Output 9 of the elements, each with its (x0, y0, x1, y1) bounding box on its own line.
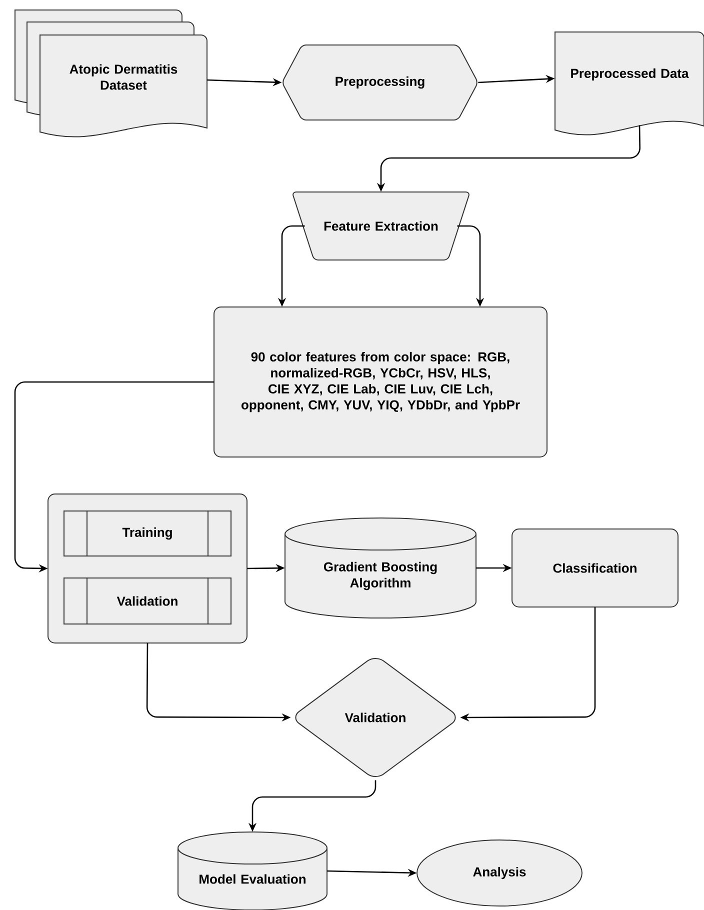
subprocess-box: Training (64, 510, 232, 556)
trapezoid-box: Feature Extraction (292, 192, 470, 260)
process-box: Classification (512, 528, 678, 608)
subprocess-box: Validation (64, 578, 232, 624)
document-stack: Atopic Dermatitis Dataset (14, 10, 208, 138)
process-box: 90 color features from color space: RGB, normalized-RGB, YCbCr, HSV, HLS, CIE XYZ, CIE Lab, CIE Luv, CIE Lch, opponent, CMY, YUV, YIQ, YDbDr, and YpbPr (214, 306, 548, 458)
hexagon-box: Preprocessing (282, 44, 478, 120)
database-cylinder: Model Evaluation (178, 832, 328, 910)
database-cylinder: Gradient Boosting Algorithm (284, 518, 476, 618)
